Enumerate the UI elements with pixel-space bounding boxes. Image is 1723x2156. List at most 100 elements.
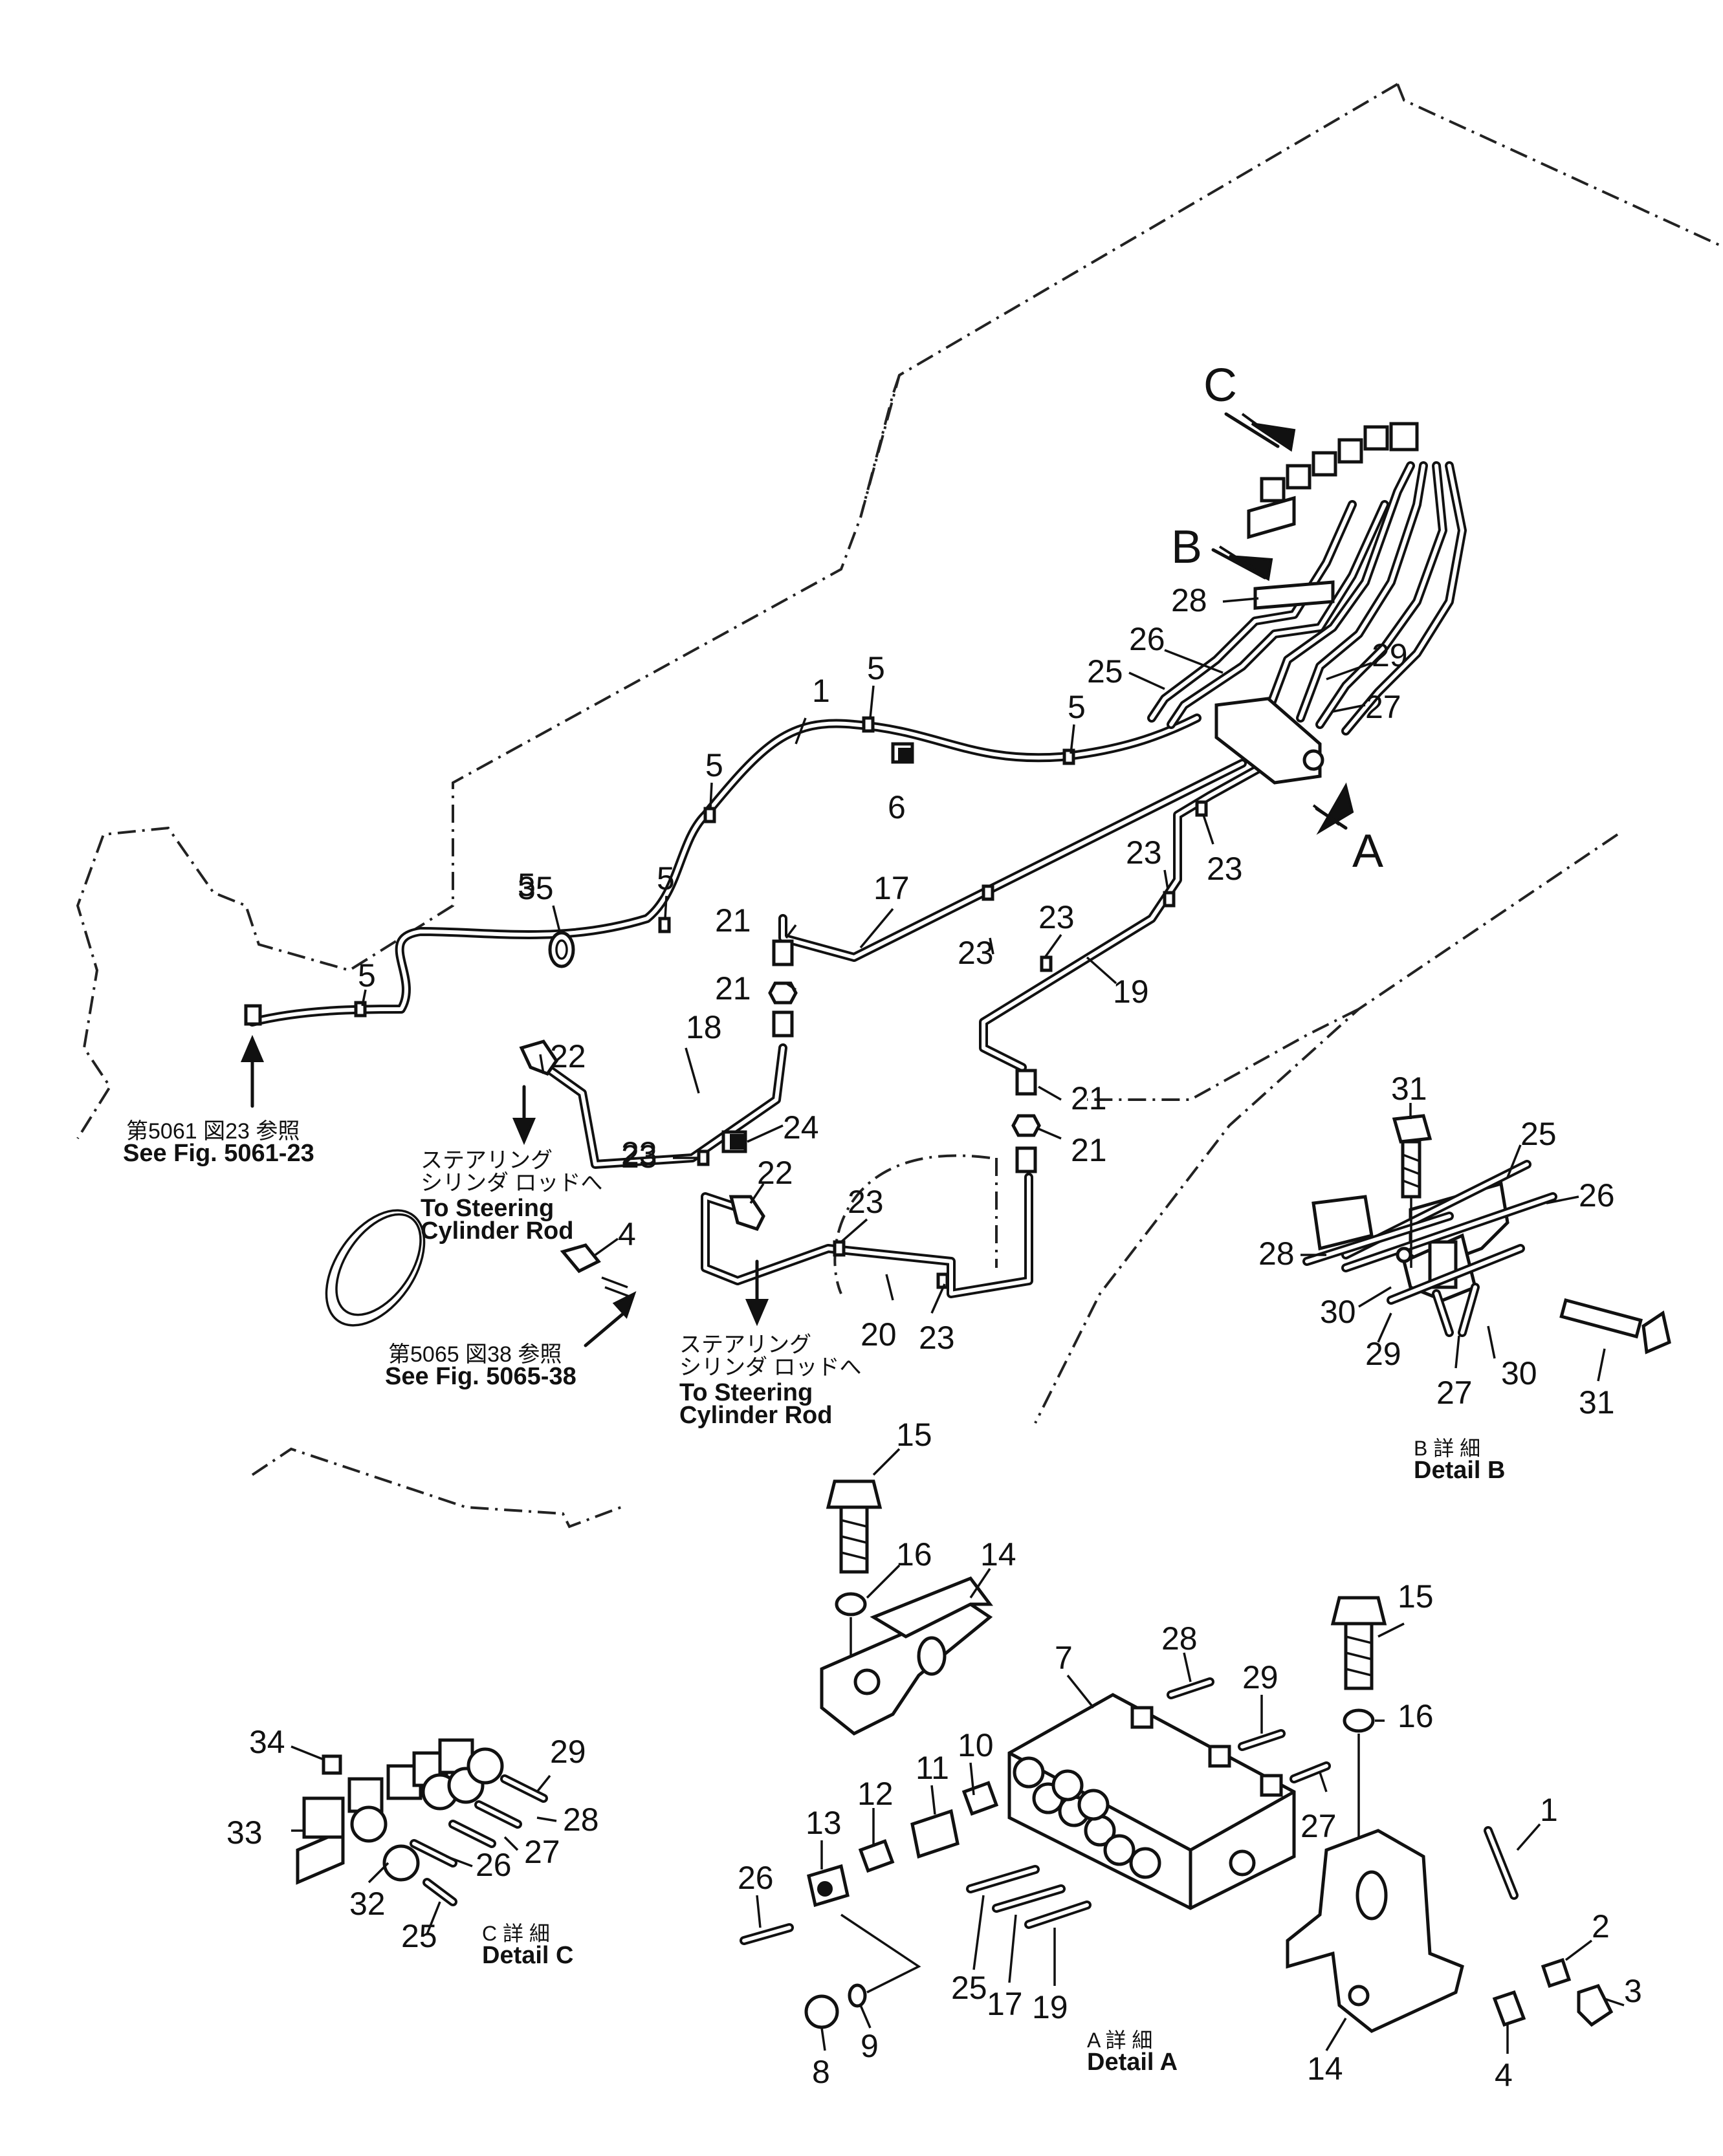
callout: 13: [806, 1805, 842, 1841]
view-label-c: C: [1203, 360, 1237, 411]
callout: 19: [1032, 1989, 1068, 2025]
valve-7: [1007, 1693, 1296, 1910]
main-view-piping: [244, 422, 1467, 1298]
note-steer1-en2: Cylinder Rod: [421, 1217, 573, 1245]
callout: 27: [1300, 1808, 1337, 1844]
callout: 25: [1087, 653, 1123, 690]
callout: 26: [1129, 621, 1165, 657]
callout: 23: [621, 1135, 657, 1171]
callout: 34: [249, 1724, 285, 1760]
note-steer2-jp2: シリンダ ロッドへ: [679, 1355, 861, 1380]
callout: 30: [1501, 1355, 1537, 1391]
note-steer2-en1: To Steering: [679, 1379, 813, 1406]
reference-notes: 第5061 図23 参照 See Fig. 5061-23 ステアリング シリン…: [123, 1119, 861, 1429]
bolt-15-right: [1330, 1596, 1387, 1690]
note-5065-en: See Fig. 5065-38: [385, 1363, 576, 1390]
plug-8: [804, 1994, 839, 2029]
callout: 29: [550, 1734, 586, 1770]
callout: 1: [812, 673, 830, 709]
bracket-14-lower: [1286, 1829, 1464, 2033]
valve-block-a: [1214, 697, 1322, 785]
callout: 23: [1126, 834, 1162, 871]
detail-b-en: Detail B: [1414, 1457, 1505, 1484]
leader-lines: [291, 597, 1625, 2054]
detail-c-en: Detail C: [482, 1942, 573, 1969]
callout: 23: [1038, 899, 1075, 935]
elbow-22-lower: [729, 1195, 765, 1232]
clip-markers: [354, 716, 1208, 1289]
detail-b: [1302, 1114, 1671, 1355]
callout: 23: [919, 1320, 955, 1356]
callout: 5: [705, 747, 723, 783]
callout: 28: [1161, 1620, 1198, 1657]
callout: 14: [980, 1536, 1016, 1573]
frame-outline: [76, 83, 1722, 1529]
callout: 30: [1320, 1294, 1356, 1330]
callout: 8: [812, 2054, 830, 2090]
elbow-22-upper: [519, 1040, 559, 1076]
callout: 7: [1055, 1640, 1073, 1676]
fitting-24: [721, 1130, 747, 1153]
callout: 23: [621, 1138, 657, 1175]
plug-34: [322, 1754, 342, 1775]
fittings-21-right: [1011, 1069, 1041, 1173]
callout: 29: [1365, 1336, 1401, 1372]
callout: 2: [1592, 1908, 1610, 1944]
washer-16-right: [1343, 1708, 1375, 1733]
fitting-4-detail: [1492, 1990, 1526, 2027]
wheel-outline: [325, 1209, 426, 1327]
fitting-12: [858, 1839, 895, 1873]
callout: 23: [958, 935, 994, 971]
detail-a-en: Detail A: [1087, 2049, 1178, 2076]
callout: 5: [867, 650, 885, 686]
fittings-21-left: [768, 939, 798, 1038]
callout: 23: [1207, 851, 1243, 887]
fitting-13: [807, 1864, 850, 1908]
callout: 9: [861, 2028, 879, 2064]
callout: 32: [349, 1886, 386, 1922]
note-steer2-en2: Cylinder Rod: [679, 1402, 832, 1429]
callout: 26: [476, 1847, 512, 1883]
callout: 25: [401, 1918, 437, 1954]
bolt-31-top: [1392, 1114, 1432, 1268]
callout: 28: [1171, 582, 1207, 618]
detail-c: [296, 1738, 548, 1906]
bracket-14-upper: [820, 1602, 993, 1736]
callout: 26: [738, 1860, 774, 1896]
callout: 10: [958, 1727, 994, 1763]
callout: 31: [1391, 1071, 1427, 1107]
note-steer1-jp1: ステアリング: [421, 1148, 553, 1173]
callout: 19: [1113, 974, 1149, 1010]
callout: 5: [1068, 689, 1086, 725]
callout-numbers: 1 5 5 5 5 5 5 6 35 17 19 21 21 21 21 22 …: [226, 582, 1642, 2093]
view-label-a: A: [1352, 825, 1383, 877]
fitting-4-main: [560, 1243, 601, 1274]
callout: 25: [1520, 1116, 1557, 1152]
callout: 27: [1436, 1375, 1473, 1411]
view-label-b: B: [1171, 521, 1202, 573]
callout: 20: [861, 1316, 897, 1353]
detail-a: [740, 1479, 1614, 2033]
callout: 18: [686, 1009, 722, 1045]
callout: 16: [1398, 1698, 1434, 1734]
callout: 4: [618, 1216, 636, 1252]
callout: 26: [1579, 1177, 1615, 1214]
callout: 12: [857, 1776, 894, 1812]
callout: 21: [715, 902, 751, 939]
nut-2: [1541, 1957, 1572, 1988]
callout: 29: [1242, 1659, 1279, 1695]
view-arrows: [1211, 412, 1354, 835]
elbow-3: [1577, 1983, 1614, 2027]
o-ring-9: [848, 1983, 867, 2008]
manifold-c: [1247, 422, 1419, 539]
callout: 6: [888, 789, 906, 825]
note-steer1-jp2: シリンダ ロッドへ: [421, 1171, 602, 1195]
callout: 23: [848, 1184, 884, 1220]
callout: 28: [1258, 1236, 1295, 1272]
reference-arrows: [240, 1034, 769, 1347]
callout: 22: [757, 1155, 793, 1191]
fitting-11: [910, 1809, 960, 1859]
callout: 21: [1071, 1080, 1107, 1116]
note-5061-en: See Fig. 5061-23: [123, 1140, 314, 1167]
